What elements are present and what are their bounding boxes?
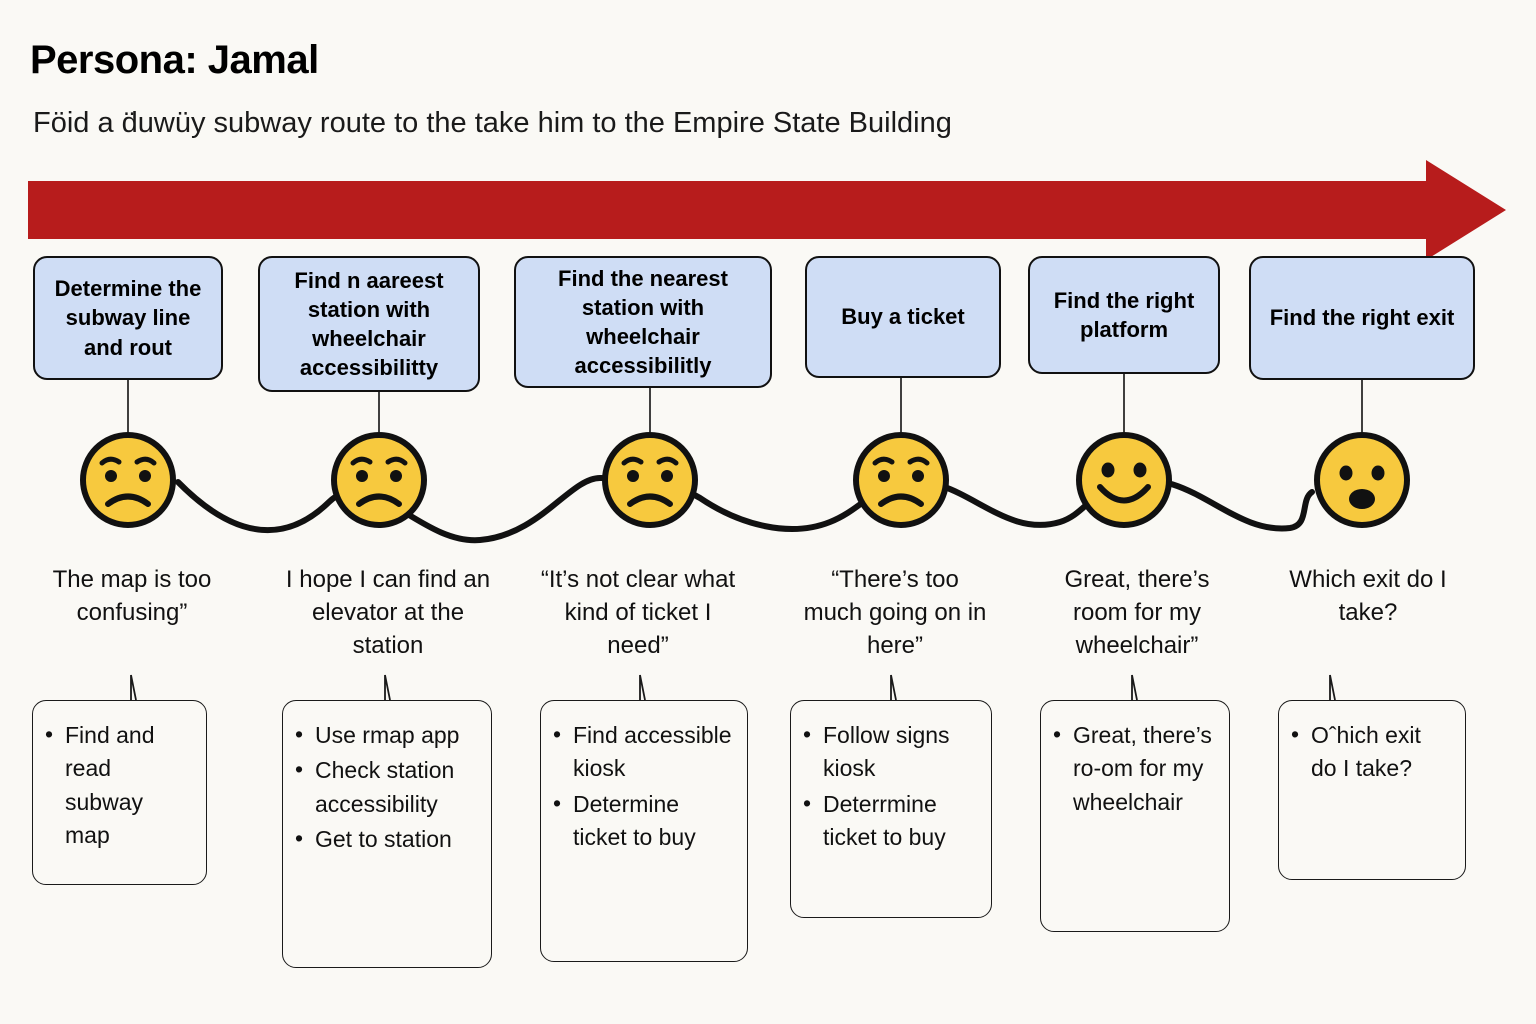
list-item: Find and read subway map <box>45 718 192 852</box>
action-box-1[interactable]: Find and read subway map <box>32 700 207 885</box>
stage-box-1[interactable]: Determine the subway line and rout <box>33 256 223 380</box>
quote-text-6: Which exit do I take? <box>1289 566 1447 627</box>
stage-label: Determine the subway line and rout <box>54 276 202 360</box>
list-item: Oˆhich exit do I take? <box>1291 718 1451 786</box>
bracket-tick-1 <box>130 674 137 701</box>
list-item: Find accessible kiosk <box>553 718 733 786</box>
bracket-tick-2 <box>384 674 391 701</box>
action-list-4: Follow signs kiosk Deterrmine ticket to … <box>801 718 977 855</box>
emoji-face-sad-2 <box>329 430 429 530</box>
stage-box-6[interactable]: Find the right exit <box>1249 256 1475 380</box>
action-box-6[interactable]: Oˆhich exit do I take? <box>1278 700 1466 880</box>
sad-face-icon <box>80 432 176 528</box>
journey-direction-arrow <box>28 160 1508 260</box>
emoji-face-sad-3 <box>600 430 700 530</box>
list-item: Follow signs kiosk <box>803 718 977 786</box>
action-box-5[interactable]: Great, there’s ro-om for my wheelchair <box>1040 700 1230 932</box>
emoji-face-surprised-6 <box>1312 430 1412 530</box>
action-box-3[interactable]: Find accessible kiosk Determine ticket t… <box>540 700 748 962</box>
action-box-2[interactable]: Use rmap app Check station accessibility… <box>282 700 492 968</box>
emoji-face-sad-4 <box>851 430 951 530</box>
bracket-tick-3 <box>639 674 646 701</box>
stage-label: Find the nearest station with wheelchair… <box>558 265 728 379</box>
quote-text-2: I hope I can find an elevator at the sta… <box>285 566 491 660</box>
sad-face-icon <box>853 432 949 528</box>
list-item: Check station accessibility <box>295 753 477 821</box>
page-title: Persona: Jamal <box>30 38 319 82</box>
quote-text-5: Great, there’s room for my wheelchair” <box>1064 566 1210 660</box>
action-list-3: Find accessible kiosk Determine ticket t… <box>551 718 733 855</box>
sad-face-icon <box>602 432 698 528</box>
list-item: Get to station <box>295 822 477 856</box>
list-item: Great, there’s ro-om for my wheelchair <box>1053 718 1215 819</box>
stage-box-4[interactable]: Buy a ticket <box>805 256 1001 378</box>
action-list-5: Great, there’s ro-om for my wheelchair <box>1051 718 1215 819</box>
arrow-icon <box>28 160 1506 260</box>
bracket-tick-5 <box>1131 674 1138 701</box>
stage-box-2[interactable]: Find n aareest station with wheelchair a… <box>258 256 480 392</box>
stage-label: Find the right exit <box>1269 305 1455 331</box>
action-list-6: Oˆhich exit do I take? <box>1289 718 1451 786</box>
surprised-face-icon <box>1314 432 1410 528</box>
emoji-face-happy-5 <box>1074 430 1174 530</box>
stage-box-3[interactable]: Find the nearest station with wheelchair… <box>514 256 772 388</box>
bracket-tick-4 <box>890 674 897 701</box>
action-list-1: Find and read subway map <box>43 718 192 852</box>
action-list-2: Use rmap app Check station accessibility… <box>293 718 477 856</box>
bracket-tick-6 <box>1329 674 1336 701</box>
quote-text-3: “It’s not clear what kind of ticket I ne… <box>540 566 736 660</box>
happy-face-icon <box>1076 432 1172 528</box>
action-box-4[interactable]: Follow signs kiosk Deterrmine ticket to … <box>790 700 992 918</box>
list-item: Determine ticket to buy <box>553 787 733 855</box>
stage-label: Buy a ticket <box>841 304 965 330</box>
quote-text-4: “There’s too much going on in here” <box>803 566 987 660</box>
stage-label: Find n aareest station with wheelchair a… <box>294 267 444 381</box>
emoji-face-sad-1 <box>78 430 178 530</box>
list-item: Use rmap app <box>295 718 477 752</box>
page-subtitle: Föid a d̈uwüy subway route to the take… <box>33 107 952 139</box>
stage-label: Find the right platform <box>1053 287 1195 342</box>
list-item: Deterrmine ticket to buy <box>803 787 977 855</box>
stage-box-5[interactable]: Find the right platform <box>1028 256 1220 374</box>
sad-face-icon <box>331 432 427 528</box>
quote-text-1: The map is too confusing” <box>52 566 212 627</box>
